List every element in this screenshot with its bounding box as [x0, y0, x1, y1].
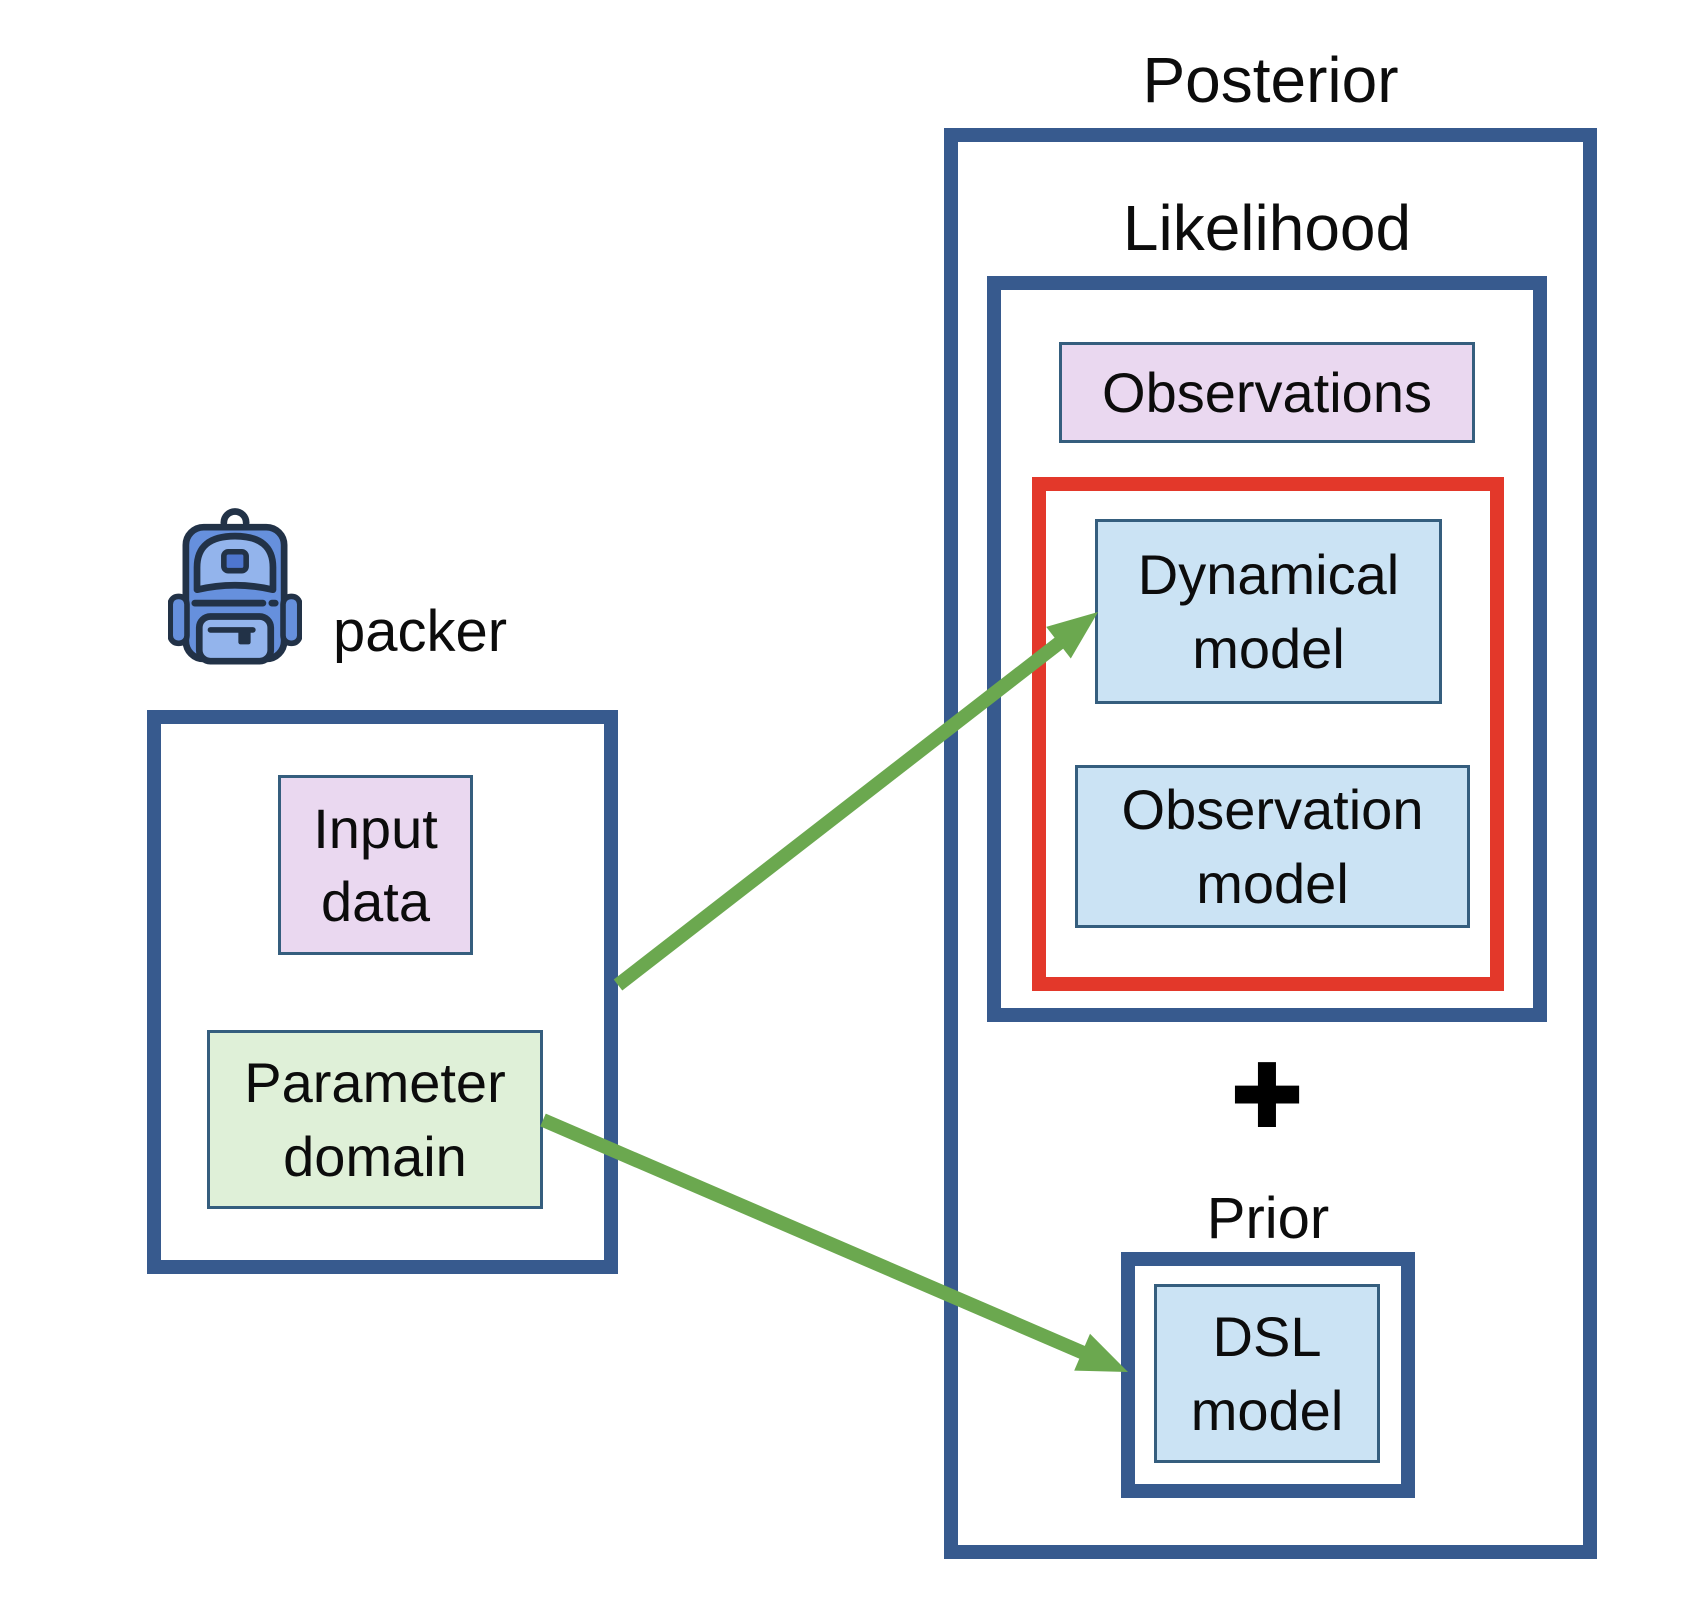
prior-title: Prior [1121, 1186, 1415, 1252]
prior-title-text: Prior [1206, 1186, 1330, 1252]
plus-operator: + [1167, 1014, 1367, 1174]
input-data-label-line2: data [321, 870, 430, 933]
posterior-title-text: Posterior [1142, 43, 1399, 116]
observations-label: Observations [1102, 360, 1432, 424]
likelihood-title: Likelihood [987, 184, 1547, 272]
dsl-model-box: DSL model [1154, 1284, 1380, 1463]
input-data-box: Input data [278, 775, 473, 955]
plus-operator-text: + [1230, 1026, 1304, 1163]
parameter-domain-label-line2: domain [283, 1124, 467, 1188]
input-data-label-line1: Input [313, 796, 438, 860]
backpack-icon [168, 508, 302, 665]
parameter-domain-label-line1: Parameter [244, 1051, 506, 1115]
dynamical-model-box: Dynamical model [1095, 519, 1442, 704]
packer-label: packer [318, 596, 522, 666]
observation-model-box: Observation model [1075, 765, 1470, 928]
prior-box [1121, 1252, 1415, 1498]
dsl-model-label-line1: DSL [1212, 1305, 1322, 1369]
observations-box: Observations [1059, 342, 1475, 443]
dynamical-model-label-line1: Dynamical [1137, 543, 1400, 607]
posterior-title: Posterior [944, 36, 1597, 124]
packer-label-text: packer [332, 598, 508, 664]
observation-model-label-line2: model [1196, 851, 1349, 915]
observation-model-label-line1: Observation [1121, 778, 1424, 842]
dsl-model-label-line2: model [1190, 1378, 1344, 1442]
parameter-domain-box: Parameter domain [207, 1030, 543, 1209]
likelihood-title-text: Likelihood [1122, 191, 1412, 264]
dynamical-model-label-line2: model [1192, 616, 1345, 680]
